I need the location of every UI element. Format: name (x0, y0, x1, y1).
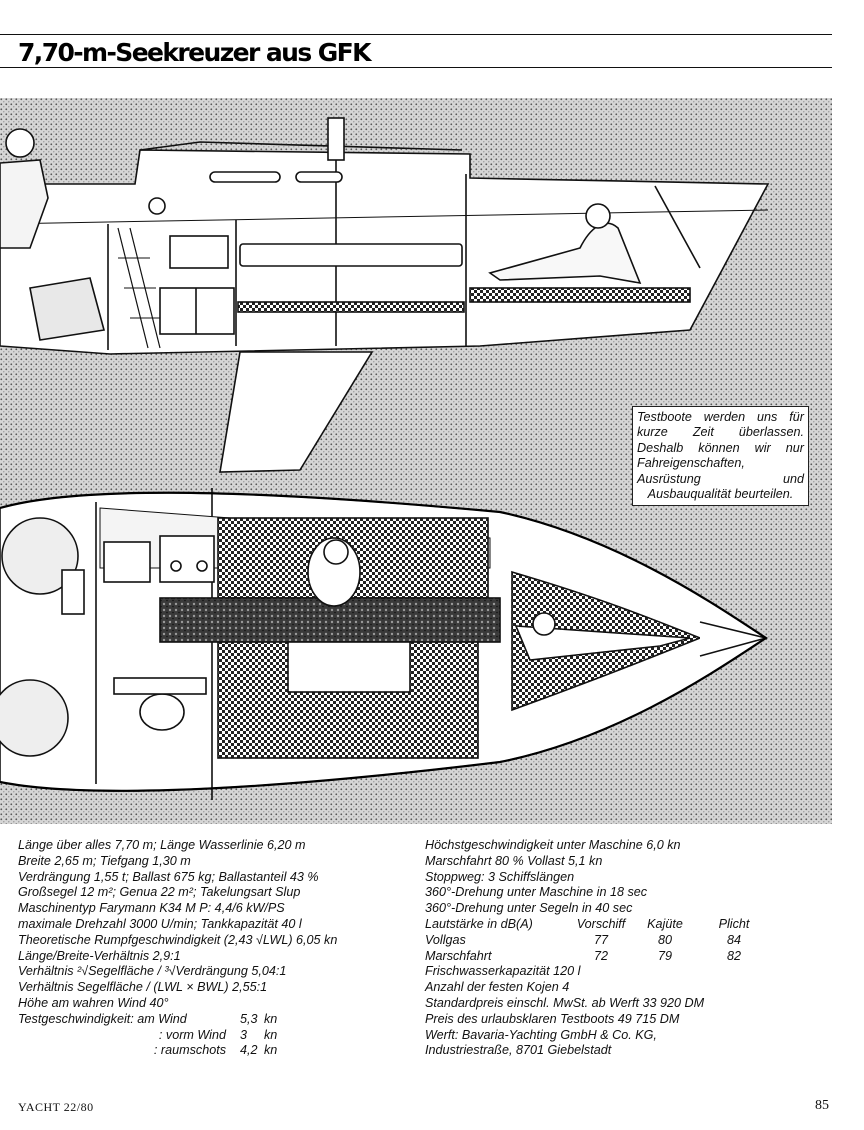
test-speed-value: 4,2 (240, 1043, 258, 1058)
noise-cell: Vollgas (425, 932, 466, 947)
noise-header-cell: Kajüte (647, 916, 683, 931)
specs-left-panel: Länge über alles 7,70 m; Länge Wasserlin… (6, 828, 398, 1068)
page-title: 7,70-m-Seekreuzer aus GFK (18, 38, 371, 67)
noise-cell: 82 (726, 948, 741, 963)
noise-cell: 72 (593, 948, 608, 963)
spec-line: Länge über alles 7,70 m; Länge Wasserlin… (18, 838, 306, 852)
noise-header-cell: Vorschiff (576, 916, 626, 931)
spec-line: Höhe am wahren Wind 40° (18, 995, 169, 1010)
noise-header-cell: Plicht (718, 916, 750, 931)
spec-line: Maschinentyp Farymann K34 M P: 4,4/6 kW/… (18, 901, 285, 916)
side-profile (0, 117, 770, 473)
spec-line: Werft: Bavaria-Yachting GmbH & Co. KG, (425, 1027, 657, 1042)
test-boat-notice: Testboote werden uns für kurze Zeit über… (632, 406, 809, 507)
test-speed-unit: kn (264, 1011, 278, 1026)
test-speed-value: 5,3 (240, 1011, 258, 1026)
specs-right-panel: Höchstgeschwindigkeit unter Maschine 6,0… (413, 828, 809, 1074)
test-speed-value: 3 (240, 1027, 248, 1042)
spec-line: Anzahl der festen Kojen 4 (425, 980, 570, 995)
spec-line: Verdrängung 1,55 t; Ballast 675 kg; Ball… (18, 869, 319, 884)
spec-line: Breite 2,65 m; Tiefgang 1,30 m (18, 853, 191, 868)
test-speed-row: Testgeschwindigkeit: am Wind 5,3 kn (18, 1012, 390, 1028)
spec-line: 360°-Drehung unter Maschine in 18 sec (425, 885, 648, 900)
spec-line: Industriestraße, 8701 Giebelstadt (425, 1043, 612, 1058)
test-speed-unit: kn (264, 1027, 278, 1042)
test-speed-label: Testgeschwindigkeit: am Wind (18, 1011, 187, 1026)
spec-line: Verhältnis Segelfläche / (LWL × BWL) 2,5… (18, 980, 268, 995)
deck-plan (0, 488, 768, 800)
page-number: 85 (815, 1098, 829, 1113)
spec-line: Marschfahrt 80 % Vollast 5,1 kn (425, 853, 603, 868)
test-speed-label: : vorm Wind (158, 1027, 226, 1042)
spec-line: Verhältnis ²√Segelfläche / ³√Verdrängung… (18, 964, 287, 979)
noise-table-row: Vollgas 77 80 84 (425, 933, 801, 949)
noise-table-header: Lautstärke in dB(A) Vorschiff Kajüte Pli… (425, 917, 801, 933)
noise-table-row: Marschfahrt 72 79 82 (425, 949, 801, 965)
spec-line: Stoppweg: 3 Schiffslängen (425, 869, 575, 884)
title-underline (0, 67, 832, 68)
noise-cell: 79 (657, 948, 672, 963)
spec-line: 360°-Drehung unter Segeln in 40 sec (425, 901, 633, 916)
noise-cell: 84 (726, 932, 741, 947)
magazine-issue: YACHT 22/80 (18, 1100, 94, 1114)
spec-line: maximale Drehzahl 3000 U/min; Tankkapazi… (18, 916, 302, 931)
spec-line: Länge/Breite-Verhältnis 2,9:1 (18, 948, 181, 963)
spec-line: Frischwasserkapazität 120 l (425, 964, 581, 979)
noise-cell: 80 (657, 932, 672, 947)
noise-header-cell: Lautstärke in dB(A) (425, 916, 533, 931)
top-rule (0, 34, 832, 35)
noise-cell: 77 (593, 932, 608, 947)
test-speed-row: : vorm Wind 3 kn (18, 1028, 390, 1044)
test-speed-label: : raumschots (153, 1043, 226, 1058)
noise-cell: Marschfahrt (425, 948, 492, 963)
spec-line: Standardpreis einschl. MwSt. ab Werft 33… (425, 995, 705, 1010)
spec-line: Großsegel 12 m²; Genua 22 m²; Takelungsa… (18, 885, 301, 900)
test-speed-row: : raumschots 4,2 kn (18, 1043, 390, 1059)
spec-line: Höchstgeschwindigkeit unter Maschine 6,0… (425, 838, 681, 852)
spec-line: Theoretische Rumpfgeschwindigkeit (2,43 … (18, 932, 338, 947)
spec-line: Preis des urlaubsklaren Testboots 49 715… (425, 1011, 680, 1026)
test-speed-unit: kn (264, 1043, 278, 1058)
